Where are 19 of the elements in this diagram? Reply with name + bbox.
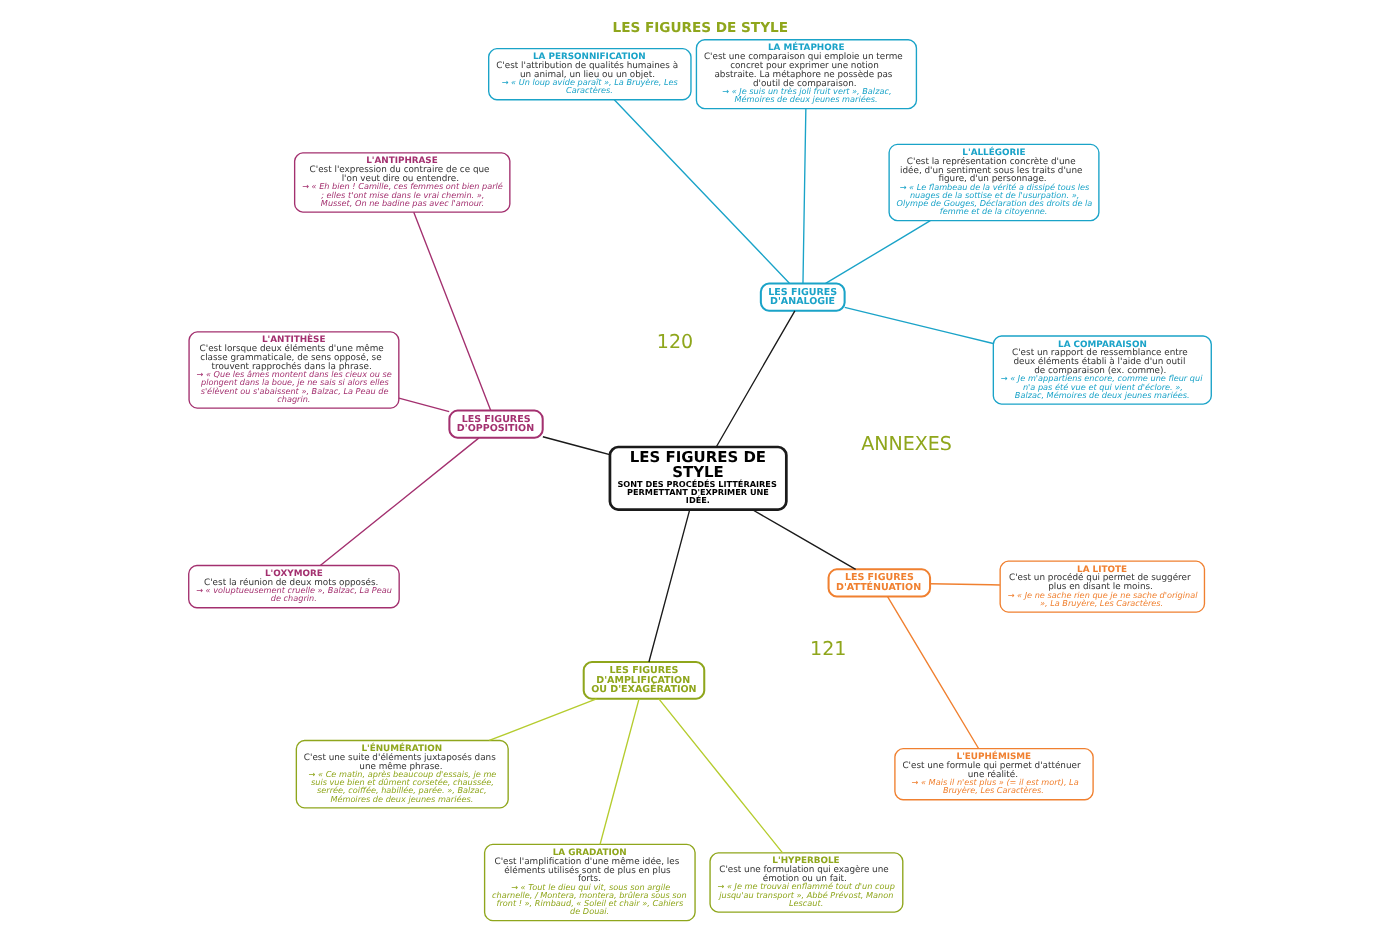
connector xyxy=(844,306,994,345)
connector xyxy=(802,107,807,284)
label: 120 xyxy=(656,332,694,355)
connector xyxy=(488,698,598,742)
connector xyxy=(613,99,791,284)
connector xyxy=(542,436,611,456)
connector xyxy=(715,310,796,448)
connector xyxy=(599,698,640,845)
connector xyxy=(648,509,691,663)
connector xyxy=(751,509,857,570)
connector xyxy=(929,583,1001,586)
label: ANNEXES xyxy=(861,434,952,457)
connector xyxy=(319,437,480,567)
label: 121 xyxy=(810,638,847,661)
connector xyxy=(824,219,931,285)
connector xyxy=(413,211,492,412)
connector xyxy=(398,397,450,413)
connector xyxy=(658,698,784,854)
connector xyxy=(886,596,980,750)
